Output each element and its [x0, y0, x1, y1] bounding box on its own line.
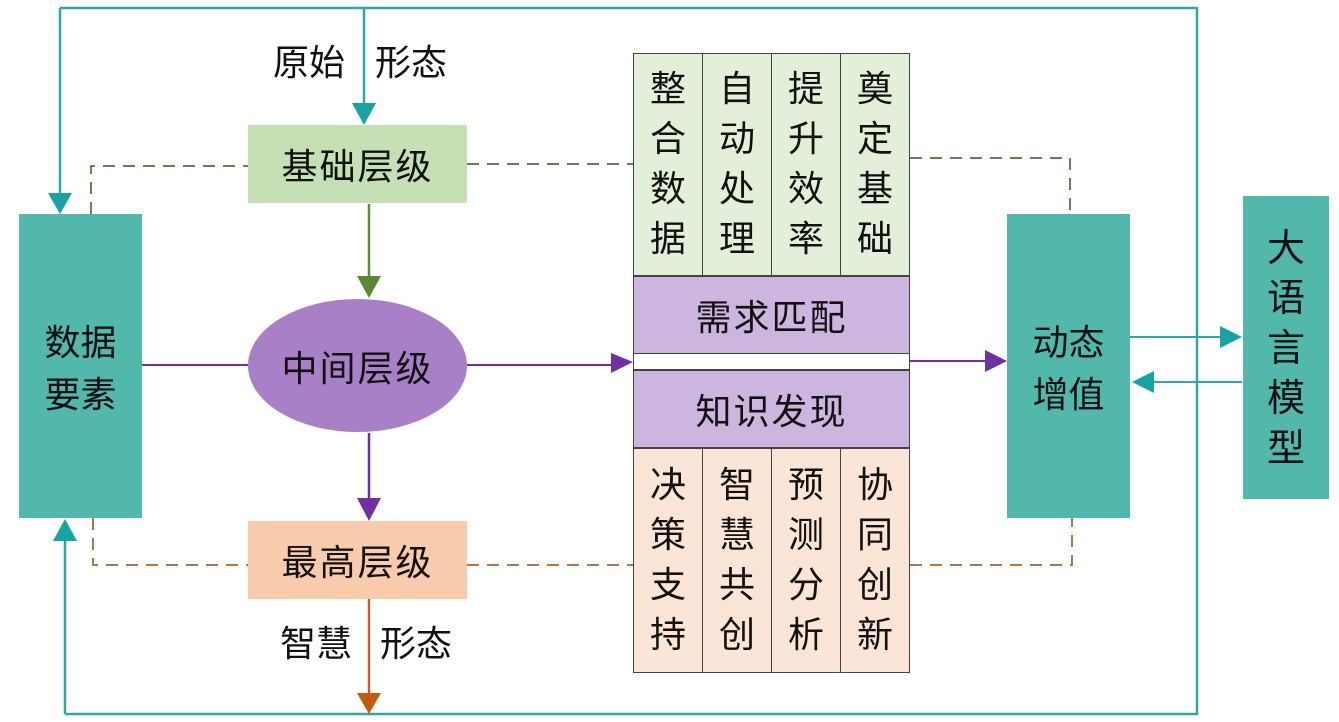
char: 奠: [856, 68, 893, 110]
char: 率: [787, 218, 824, 260]
top-function-wisdom-cocreation: 智 慧 共 创: [703, 449, 772, 672]
top-functions-grid: 决 策 支 持 智 慧 共 创 预 测 分 析 协 同 创 新: [633, 448, 910, 673]
arrow-head-middle: [357, 276, 381, 298]
char: 效: [787, 168, 824, 210]
char: 创: [856, 564, 893, 606]
char: 策: [649, 514, 686, 556]
char: 自: [718, 68, 755, 110]
base-function-improve-efficiency: 提 升 效 率: [772, 54, 841, 275]
middle-functions-gap: [633, 353, 910, 370]
top-function-collaborative-innovation: 协 同 创 新: [841, 449, 909, 672]
char: 创: [718, 614, 755, 656]
dynamic-value-line-1: 动态: [1032, 323, 1105, 364]
char: 升: [787, 118, 824, 160]
dynamic-value-line-2: 增值: [1032, 375, 1105, 416]
feedback-loop-top: [60, 6, 1199, 716]
top-function-decision-support: 决 策 支 持: [634, 449, 703, 672]
arrow-head-grid: [611, 353, 633, 373]
char: 动: [718, 118, 755, 160]
arrow-head-data-elements-top: [48, 193, 72, 214]
base-function-auto-process: 自 动 处 理: [703, 54, 772, 275]
base-functions-grid: 整 合 数 据 自 动 处 理 提 升 效 率 奠 定 基 础: [633, 53, 910, 276]
char: 慧: [718, 514, 755, 556]
char: 处: [718, 168, 755, 210]
llm-char: 语: [1266, 275, 1305, 320]
char: 共: [718, 564, 755, 606]
top-function-predictive-analysis: 预 测 分 析: [772, 449, 841, 672]
middle-function-demand-matching: 需求匹配: [633, 276, 910, 354]
char: 协: [856, 464, 893, 506]
annotation-form-top: 形态: [375, 43, 448, 84]
data-elements-line-1: 数据: [44, 323, 117, 364]
llm-char: 大: [1266, 225, 1305, 270]
dashed-top-right: [910, 518, 1073, 566]
char: 础: [856, 218, 893, 260]
arrow-head-dynamic-back: [1132, 371, 1154, 393]
arrow-head-dynamic: [985, 350, 1007, 372]
dynamic-value-box: 动态 增值: [1007, 214, 1130, 518]
arrow-head-wisdom: [357, 693, 381, 714]
annotation-original: 原始: [273, 43, 346, 84]
dashed-top-left: [92, 518, 248, 566]
char: 基: [856, 168, 893, 210]
dashed-base-right: [910, 157, 1071, 214]
middle-function-knowledge-discovery: 知识发现: [633, 370, 910, 448]
char: 析: [787, 614, 824, 656]
annotation-wisdom: 智慧: [280, 624, 353, 665]
char: 定: [856, 118, 893, 160]
llm-char: 型: [1266, 425, 1305, 470]
base-function-integrate-data: 整 合 数 据: [634, 54, 703, 275]
llm-char: 模: [1266, 375, 1305, 420]
arrow-head-top-level: [357, 498, 381, 521]
char: 同: [856, 514, 893, 556]
char: 测: [787, 514, 824, 556]
char: 支: [649, 564, 686, 606]
char: 新: [856, 614, 893, 656]
annotation-form-bottom: 形态: [380, 624, 453, 665]
llm-char: 言: [1266, 325, 1305, 370]
char: 决: [649, 464, 686, 506]
llm-box: 大 语 言 模 型: [1243, 196, 1329, 499]
char: 预: [787, 464, 824, 506]
char: 分: [787, 564, 824, 606]
dashed-base-left: [90, 165, 248, 214]
arrow-head-data-elements-bottom: [53, 519, 77, 541]
data-elements-line-2: 要素: [44, 375, 117, 416]
arrow-head-llm: [1220, 326, 1242, 348]
char: 理: [718, 218, 755, 260]
char: 据: [649, 218, 686, 260]
char: 整: [649, 68, 686, 110]
base-level-box: 基础层级: [248, 125, 467, 203]
char: 智: [718, 464, 755, 506]
char: 提: [787, 68, 824, 110]
char: 合: [649, 118, 686, 160]
char: 数: [649, 168, 686, 210]
data-elements-box: 数据 要素: [19, 214, 142, 518]
char: 持: [649, 614, 686, 656]
arrow-head-base-level: [352, 103, 376, 125]
base-function-lay-foundation: 奠 定 基 础: [841, 54, 909, 275]
middle-level-ellipse: 中间层级: [248, 299, 467, 432]
top-level-box: 最高层级: [248, 521, 467, 599]
